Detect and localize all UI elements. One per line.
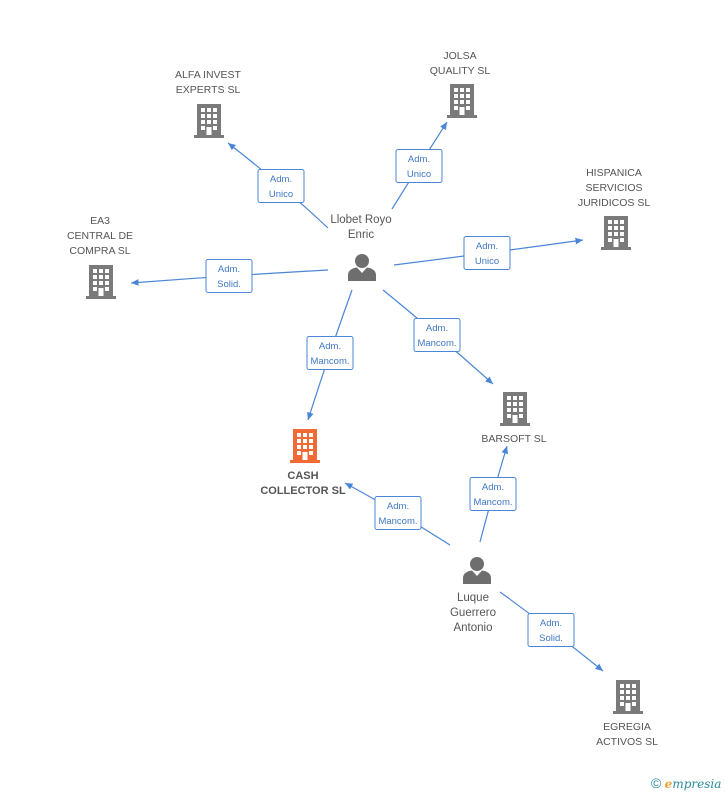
node-label-line: CASH (287, 470, 318, 482)
empresia-watermark: © empresia (651, 775, 721, 791)
edge-label-box (205, 259, 253, 293)
edge-label-text: Mancom. (417, 338, 456, 349)
person-icon (463, 557, 491, 584)
edge-label-box (413, 318, 461, 352)
node-label-line: CENTRAL DE (67, 230, 133, 242)
edge-label-box (374, 496, 422, 530)
node-label-line: JOLSA (443, 50, 476, 62)
edge-label-text: Adm. (387, 501, 409, 512)
edge-label-text: Solid. (217, 279, 241, 290)
edge-llobet-hispanica: Adm. Unico (393, 236, 584, 270)
building-icon (447, 84, 477, 118)
node-label-line: Antonio (453, 622, 492, 634)
edge-label-box (469, 477, 517, 511)
edge-label-text: Adm. (270, 174, 292, 185)
edge-label-text: Adm. (408, 154, 430, 165)
edge-label-box (395, 149, 443, 183)
edge-label-box (527, 613, 575, 647)
edge-label-text: Mancom. (473, 497, 512, 508)
node-label-line: BARSOFT SL (481, 433, 546, 445)
building-icon (500, 392, 530, 426)
node-label-line: EGREGIA (603, 721, 651, 733)
node-label-line: COLLECTOR SL (260, 485, 346, 497)
edge-label-text: Solid. (539, 633, 563, 644)
edge-luque-barsoft: Adm. Mancom. (469, 445, 517, 543)
node-label-line: SERVICIOS (586, 182, 643, 194)
building-icon (601, 216, 631, 250)
building-icon (290, 429, 320, 463)
edge-label-text: Mancom. (310, 356, 349, 367)
building-icon (613, 680, 643, 714)
company-node-jolsa[interactable]: JOLSA QUALITY SL (430, 50, 491, 118)
edge-label-text: Adm. (319, 341, 341, 352)
edge-luque-egregia: Adm. Solid. (499, 591, 604, 672)
node-label-line: Enric (348, 229, 374, 241)
node-label-line: Luque (457, 592, 489, 604)
node-label-line: EXPERTS SL (176, 84, 241, 96)
company-node-barsoft[interactable]: BARSOFT SL (481, 392, 547, 445)
edge-llobet-barsoft: Adm. Mancom. (382, 289, 494, 385)
edge-label-box (463, 236, 511, 270)
node-label-line: ALFA INVEST (175, 69, 242, 81)
edge-label-text: Adm. (540, 618, 562, 629)
edge-label-text: Adm. (218, 264, 240, 275)
building-icon (194, 104, 224, 138)
building-icon (86, 265, 116, 299)
node-label-line: QUALITY SL (430, 65, 491, 77)
company-node-cash[interactable]: CASH COLLECTOR SL (260, 429, 346, 497)
edge-label-box (257, 169, 305, 203)
node-label-line: Guerrero (450, 607, 496, 619)
node-label-line: Llobet Royo (330, 214, 391, 226)
node-label-line: HISPANICA (586, 167, 642, 179)
nodes-layer: ALFA INVEST EXPERTS SL JOLSA QUALITY SL HISP… (67, 50, 658, 748)
company-node-hispanica[interactable]: HISPANICA SERVICIOS JURIDICOS SL (578, 167, 651, 250)
edge-llobet-cash: Adm. Mancom. (306, 289, 354, 421)
edge-label-text: Unico (269, 189, 293, 200)
edge-llobet-jolsa: Adm. Unico (391, 121, 448, 210)
edges-layer: Adm.UnicoAdm.UnicoAdm.UnicoAdm.Solid.Adm… (130, 121, 604, 672)
node-label-line: ACTIVOS SL (596, 736, 658, 748)
edge-label-text: Adm. (476, 241, 498, 252)
edge-luque-cash: Adm. Mancom. (344, 482, 451, 546)
edge-llobet-alfa: Adm. Unico (227, 142, 329, 229)
edge-label-text: Adm. (426, 323, 448, 334)
company-node-egregia[interactable]: EGREGIA ACTIVOS SL (596, 680, 658, 748)
copyright-icon: © (651, 775, 662, 791)
node-label-line: COMPRA SL (69, 245, 130, 257)
edge-label-text: Mancom. (378, 516, 417, 527)
edge-label-text: Unico (407, 169, 431, 180)
edge-label-text: Unico (475, 256, 499, 267)
person-icon (348, 254, 376, 281)
node-label-line: JURIDICOS SL (578, 197, 651, 209)
edge-llobet-ea3: Adm. Solid. (130, 259, 329, 293)
edge-label-box (306, 336, 354, 370)
edge-label-text: Adm. (482, 482, 504, 493)
brand-logo: empresia (664, 777, 722, 791)
node-label-line: EA3 (90, 215, 110, 227)
company-node-alfa[interactable]: ALFA INVEST EXPERTS SL (175, 69, 242, 138)
